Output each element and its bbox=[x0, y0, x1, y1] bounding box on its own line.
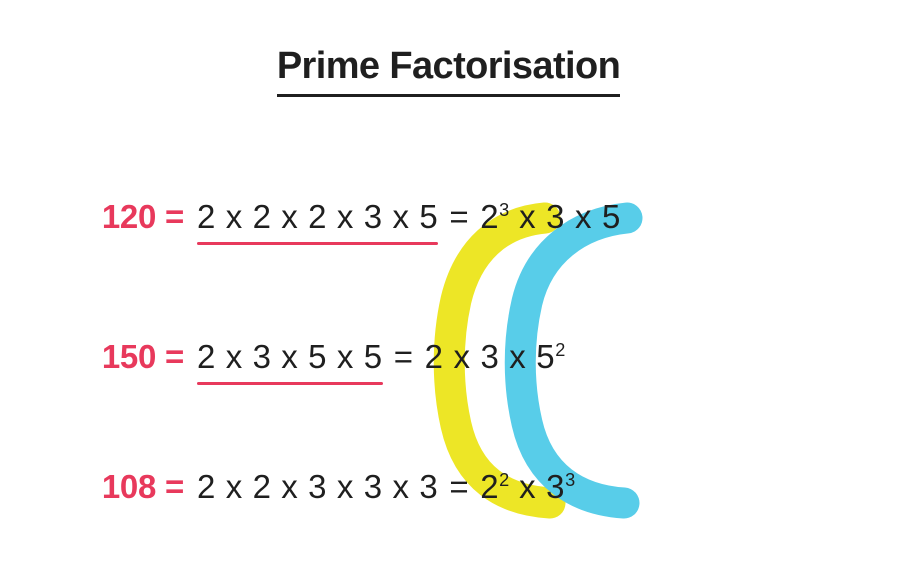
equation-equals-sign: = bbox=[165, 338, 184, 375]
equation-number-block: 150= bbox=[57, 338, 184, 376]
page-title-text: Prime Factorisation bbox=[276, 46, 621, 97]
equation-expansion: 2 x 2 x 2 x 3 x 5 bbox=[197, 198, 439, 245]
equation-number: 150 bbox=[101, 338, 157, 375]
equation-equals-sign: = bbox=[165, 198, 184, 235]
equation-second-equals-sign: = bbox=[449, 468, 470, 505]
page-title: Prime Factorisation bbox=[0, 46, 897, 97]
equation-expansion: 2 x 3 x 5 x 5 bbox=[197, 338, 383, 385]
exponent: 3 bbox=[565, 470, 576, 490]
equation-number: 108 bbox=[101, 468, 157, 505]
equation-number: 120 bbox=[101, 198, 157, 235]
exponent: 2 bbox=[555, 340, 566, 360]
equation-second-equals-sign: = bbox=[393, 338, 414, 375]
exponent: 2 bbox=[499, 470, 510, 490]
equation-equals-sign: = bbox=[165, 468, 184, 505]
equation-number-block: 108= bbox=[57, 468, 184, 506]
equation-second-equals-sign: = bbox=[449, 198, 470, 235]
exponent: 3 bbox=[499, 200, 510, 220]
equation-expansion: 2 x 2 x 3 x 3 x 3 bbox=[197, 468, 439, 505]
equation-number-block: 120= bbox=[57, 198, 184, 236]
